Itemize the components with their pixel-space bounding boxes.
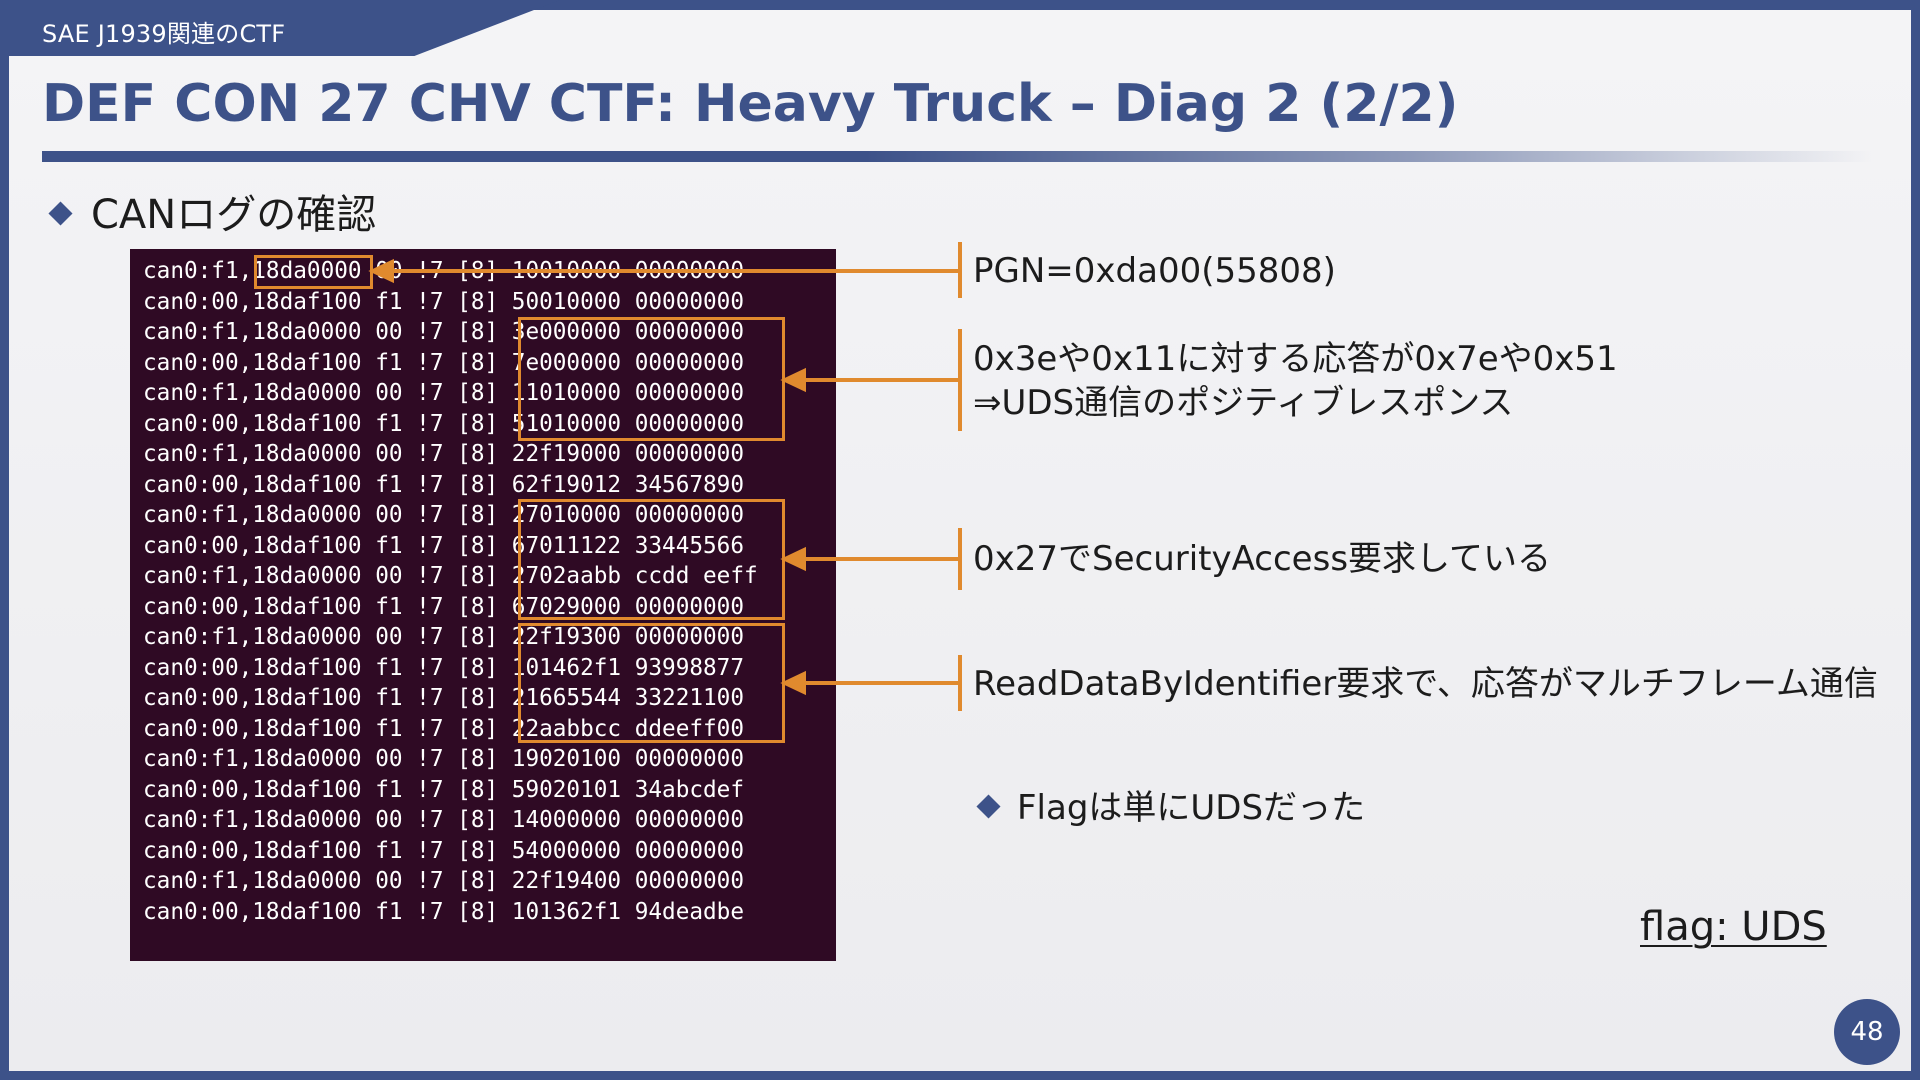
bullet-text: Flagは単にUDSだった	[1017, 788, 1366, 828]
annotation-pgn: PGN=0xda00(55808)	[973, 249, 1336, 293]
log-line: can0:f1,18da0000 00 !7 [8] 22f19400 0000…	[143, 868, 744, 894]
log-line: can0:f1,18da0000 00 !7 [8] 22f19000 0000…	[143, 441, 744, 467]
log-line: can0:f1,18da0000 00 !7 [8] 11010000 0000…	[143, 380, 744, 406]
log-line: can0:f1,18da0000 00 !7 [8] 2702aabb ccdd…	[143, 563, 758, 589]
terminal-window	[130, 249, 836, 961]
annotation-security-access: 0x27でSecurityAccess要求している	[973, 537, 1551, 581]
highlight-box-pgn	[254, 255, 373, 289]
callout-bar	[958, 528, 962, 590]
title-underline	[42, 151, 1872, 162]
log-line: can0:00,18daf100 f1 !7 [8] 101362f1 94de…	[143, 898, 744, 925]
bullet-can-log: CANログの確認	[48, 182, 377, 240]
log-line: can0:f1,18da0000 00 !7 [8] 3e000000 0000…	[143, 319, 744, 345]
highlight-box-security-access	[518, 499, 785, 620]
log-line: can0:f1,18da0000 00 !7 [8] 10010000 0000…	[143, 258, 744, 284]
flag-answer: flag: UDS	[1640, 904, 1827, 950]
log-line: can0:00,18daf100 f1 !7 [8] 54000000 0000…	[143, 837, 744, 864]
log-line: can0:00,18daf100 f1 !7 [8] 62f19012 3456…	[143, 471, 744, 498]
log-line: can0:f1,18da0000 00 !7 [8] 27010000 0000…	[143, 502, 744, 528]
log-line: can0:00,18daf100 f1 !7 [8] 22aabbcc ddee…	[143, 715, 744, 742]
callout-bar	[958, 329, 962, 431]
log-line: can0:00,18daf100 f1 !7 [8] 101462f1 9399…	[143, 654, 744, 681]
annotation-positive-response: 0x3eや0x11に対する応答が0x7eや0x51 ⇒UDS通信のポジティブレス…	[973, 337, 1618, 425]
log-line: can0:00,18daf100 f1 !7 [8] 59020101 34ab…	[143, 776, 744, 803]
annotation-text: 0x3eや0x11に対する応答が0x7eや0x51	[973, 339, 1618, 379]
section-label: SAE J1939関連のCTF	[42, 20, 286, 48]
log-line: can0:00,18daf100 f1 !7 [8] 21665544 3322…	[143, 685, 744, 711]
highlight-box-read-data	[518, 623, 785, 743]
log-line: can0:f1,18da0000 00 !7 [8] 19020100 0000…	[143, 746, 744, 772]
slide-title: DEF CON 27 CHV CTF: Heavy Truck – Diag 2…	[42, 74, 1459, 134]
log-line: can0:00,18daf100 f1 !7 [8] 67029000 0000…	[143, 593, 744, 620]
log-line: can0:f1,18da0000 00 !7 [8] 14000000 0000…	[143, 807, 744, 833]
highlight-box-positive-response	[518, 317, 785, 441]
annotation-text: ⇒UDS通信のポジティブレスポンス	[973, 383, 1514, 423]
bullet-text: CANログの確認	[91, 192, 377, 238]
diamond-bullet-icon	[48, 200, 73, 226]
diamond-bullet-icon	[976, 794, 1001, 819]
annotation-read-data: ReadDataByIdentifier要求で、応答がマルチフレーム通信	[973, 662, 1878, 706]
callout-bar	[958, 242, 962, 298]
annotation-text: 0x27でSecurityAccess要求している	[973, 539, 1552, 579]
log-line: can0:00,18daf100 f1 !7 [8] 50010000 0000…	[143, 288, 744, 315]
page-number: 48	[1834, 999, 1900, 1065]
annotation-text: ReadDataByIdentifier要求で、応答がマルチフレーム通信	[973, 664, 1878, 704]
log-line: can0:00,18daf100 f1 !7 [8] 67011122 3344…	[143, 532, 744, 559]
log-line: can0:00,18daf100 f1 !7 [8] 7e000000 0000…	[143, 349, 744, 376]
bullet-flag-note: Flagは単にUDSだった	[976, 780, 1366, 829]
annotation-text: PGN=0xda00(55808)	[973, 251, 1336, 291]
log-line: can0:00,18daf100 f1 !7 [8] 51010000 0000…	[143, 410, 744, 437]
log-line: can0:f1,18da0000 00 !7 [8] 22f19300 0000…	[143, 624, 744, 650]
callout-bar	[958, 655, 962, 711]
